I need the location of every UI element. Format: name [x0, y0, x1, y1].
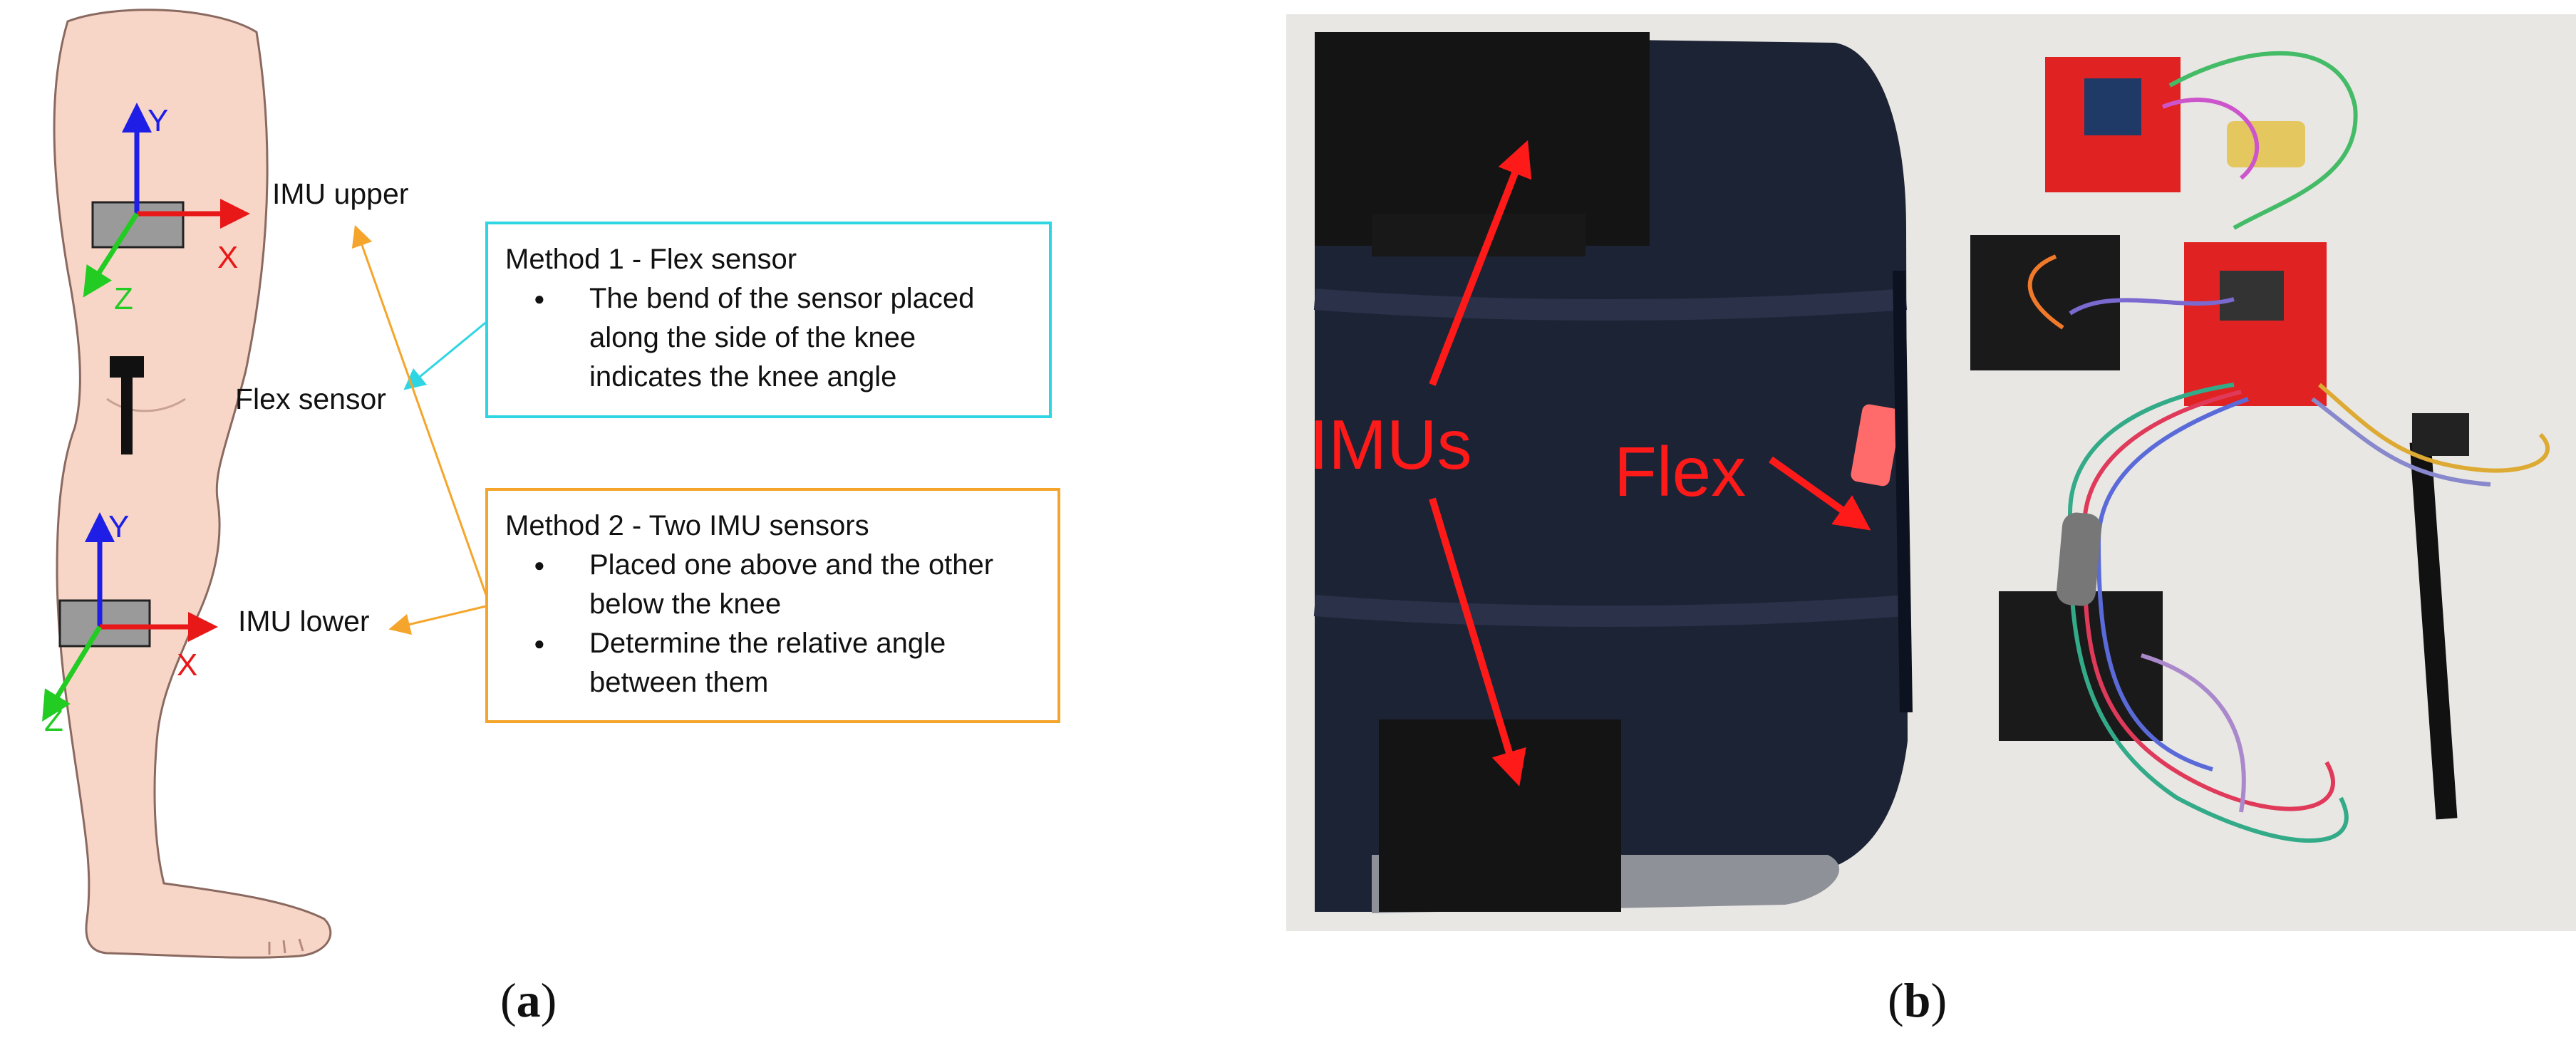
flex-sensor-label: Flex sensor	[235, 383, 386, 415]
imu-lower-label: IMU lower	[238, 605, 370, 638]
imu-lower-z-label: Z	[44, 703, 63, 738]
method2-title: Method 2 - Two IMU sensors	[505, 510, 869, 541]
method2-to-imu-upper-arrow	[351, 224, 487, 596]
method2-bullet: Placed one above and the other below the…	[505, 546, 1040, 624]
imu-upper-z-arrow	[83, 212, 139, 298]
method1-connector-arrow	[403, 319, 489, 390]
flex-sensor-tab	[1851, 404, 1901, 487]
flex-sensor-strip-photo	[2409, 441, 2458, 820]
panel-a-diagram: Y X Z Y X Z IMU upper Flex sensor IMU lo…	[0, 0, 1112, 1060]
method2-to-imu-lower-arrow	[388, 605, 487, 635]
caption-a: (a)	[500, 973, 557, 1027]
imu-upper-label: IMU upper	[272, 177, 409, 210]
flex-annotation: Flex	[1614, 432, 1747, 511]
caption-a-letter: a	[516, 973, 541, 1027]
leg-shape	[53, 9, 332, 959]
flex-sensor-strip	[121, 378, 133, 454]
velcro-strap-bottom	[1379, 719, 1621, 912]
method2-bullet: Determine the relative angle between the…	[505, 624, 1040, 702]
imu-lower-x-label: X	[177, 648, 198, 682]
photo-annotation-arrows	[1429, 140, 1871, 786]
panel-b-photo: IMUs Flex (b)	[1286, 0, 2576, 1060]
method1-title: Method 1 - Flex sensor	[505, 244, 797, 275]
photo-illustration	[1313, 32, 2550, 913]
imu-upper-z-label: Z	[114, 281, 133, 316]
caption-b: (b)	[1888, 973, 1947, 1027]
imu-lower-z-arrow	[42, 625, 102, 722]
battery	[2227, 121, 2305, 167]
imus-annotation: IMUs	[1309, 405, 1472, 484]
imu-lower-y-label: Y	[108, 509, 130, 544]
microcontroller-board-2	[2184, 242, 2327, 406]
imu-upper-y-label: Y	[148, 103, 169, 138]
method1-bullet: The bend of the sensor placed along the …	[505, 279, 1032, 397]
method2-box: Method 2 - Two IMU sensors Placed one ab…	[485, 488, 1060, 723]
flex-sensor-head	[110, 356, 144, 378]
knee-brace-photo: IMUs Flex	[1286, 14, 2576, 931]
caption-b-letter: b	[1903, 973, 1931, 1027]
imu-upper-x-label: X	[217, 240, 239, 275]
velcro-strap-top	[1315, 32, 1650, 246]
imu-lower-sensor	[58, 599, 151, 648]
method1-box: Method 1 - Flex sensor The bend of the s…	[485, 222, 1052, 418]
leg-diagram	[42, 9, 489, 959]
